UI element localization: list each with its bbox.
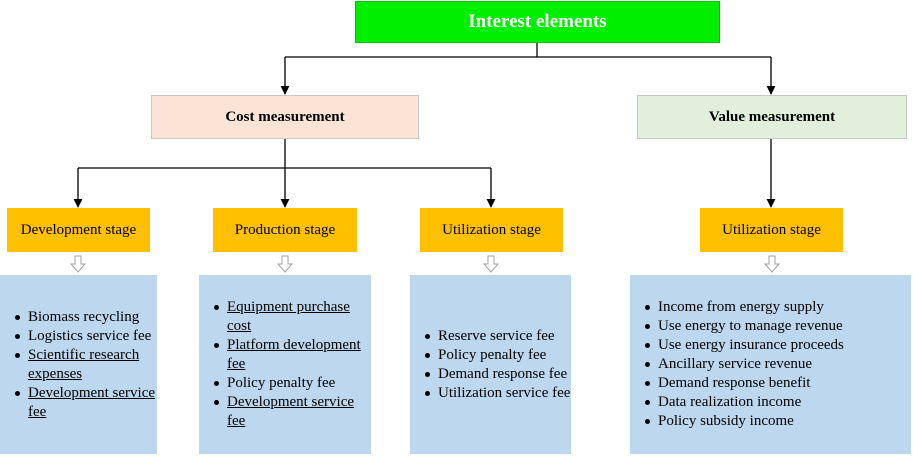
hollow-down-arrow-icon [483,255,499,273]
list-item: Data realization income [645,393,844,412]
utilization-stage-value-label: Utilization stage [722,221,821,238]
list-item: Logistics service fee [15,327,157,346]
utilization-stage-cost-label: Utilization stage [442,221,541,238]
list-item: Biomass recycling [15,308,157,327]
list-item: Development service fee [15,384,157,422]
utilization-cost-details: Reserve service fee Policy penalty fee D… [410,275,571,454]
list-item: Income from energy supply [645,298,844,317]
list-item: Demand response benefit [645,374,844,393]
list-item: Policy penalty fee [425,346,570,365]
list-item: Equipment purchase cost [214,298,371,336]
cost-measurement-label: Cost measurement [225,108,345,125]
hollow-down-arrow-icon [764,255,780,273]
list-item: Use energy insurance proceeds [645,336,844,355]
list-item: Scientific research expenses [15,346,157,384]
production-stage-label: Production stage [234,221,336,238]
list-item: Ancillary service revenue [645,355,844,374]
development-stage-label: Development stage [20,221,137,238]
list-item: Reserve service fee [425,327,570,346]
hollow-down-arrow-icon [70,255,86,273]
list-item: Development service fee [214,393,371,431]
development-details: Biomass recycling Logistics service fee … [0,275,157,454]
list-item: Platform development fee [214,336,371,374]
production-stage-node: Production stage [213,208,357,252]
utilization-stage-cost-node: Utilization stage [420,208,563,252]
list-item: Utilization service fee [425,384,570,403]
list-item: Policy subsidy income [645,412,844,431]
utilization-value-details: Income from energy supply Use energy to … [630,275,911,454]
value-measurement-label: Value measurement [708,108,836,125]
cost-measurement-node: Cost measurement [151,95,419,139]
utilization-stage-value-node: Utilization stage [700,208,843,252]
production-details: Equipment purchase cost Platform develop… [199,275,371,454]
root-label: Interest elements [468,11,607,32]
development-stage-node: Development stage [7,208,150,252]
list-item: Use energy to manage revenue [645,317,844,336]
hollow-down-arrow-icon [277,255,293,273]
value-measurement-node: Value measurement [637,95,907,139]
list-item: Policy penalty fee [214,374,371,393]
list-item: Demand response fee [425,365,570,384]
root-node: Interest elements [355,1,720,43]
